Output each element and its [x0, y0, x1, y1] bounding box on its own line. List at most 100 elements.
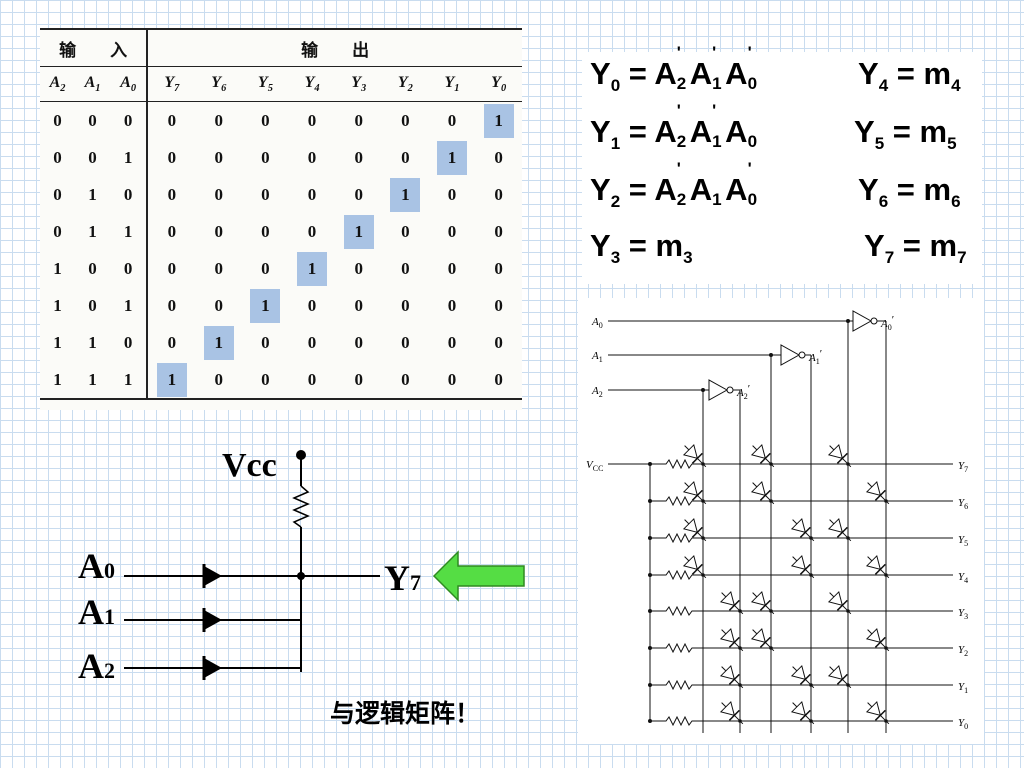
junction-dot: [769, 462, 773, 466]
junction-dot: [884, 646, 888, 650]
table-cell: 0: [261, 332, 270, 352]
diode-part: [827, 443, 844, 460]
matrix-input-label-a1: A1: [591, 350, 603, 364]
diode-part: [750, 480, 767, 497]
table-cell: 0: [242, 361, 289, 400]
junction-dot: [701, 499, 705, 503]
header-y5: Y5: [242, 66, 289, 102]
table-cell: 0: [354, 110, 363, 130]
matrix-output-label: Y3: [958, 607, 968, 621]
table-cell-active: 1: [147, 361, 196, 400]
row-resistor-icon: [650, 495, 696, 507]
diode-icon: [790, 700, 815, 725]
header-y2: Y2: [382, 66, 429, 102]
junction-dot: [846, 683, 850, 687]
junction-dot: [738, 719, 742, 723]
matrix-output-label: Y5: [958, 534, 968, 548]
diode-part: [874, 489, 886, 501]
caption-text: 与逻辑矩阵！: [330, 700, 480, 728]
junction-dot: [809, 719, 813, 723]
junction-dot: [701, 536, 705, 540]
header-y4: Y4: [288, 66, 336, 102]
and-gate-circuit-svg: Vcc A0 A1 A2 Y7 与逻辑矩阵！: [78, 447, 525, 728]
inverter-output-label: A0′: [880, 314, 894, 332]
table-cell: 0: [354, 332, 363, 352]
table-cell: 0: [214, 295, 224, 315]
diode-part: [799, 709, 811, 721]
matrix-input-label-a0: A0: [591, 316, 603, 330]
diode-part: [827, 590, 844, 607]
diode-part: [865, 480, 882, 497]
diode-part: [827, 664, 844, 681]
table-cell: 0: [307, 110, 317, 130]
input-a2-label: A2: [78, 646, 115, 686]
equation-y3: Y3 = m3: [590, 228, 693, 268]
table-cell: 0: [167, 147, 177, 167]
junction-dot: [846, 462, 850, 466]
table-cell: 0: [110, 250, 149, 287]
diode-part: [682, 554, 699, 571]
diode-part: [728, 673, 740, 685]
table-cell: 0: [354, 295, 363, 315]
input-a0-label: A0: [78, 546, 115, 586]
table-cell: 0: [401, 332, 410, 352]
inverter-icon: [780, 344, 801, 366]
inverter-output-label: A1′: [808, 348, 822, 366]
table-cell: 0: [167, 184, 177, 204]
row-resistor-icon: [650, 458, 696, 470]
table-cell: 0: [214, 110, 224, 130]
table-cell: 0: [88, 110, 97, 130]
table-cell: 0: [53, 147, 62, 167]
table-cell: 0: [447, 110, 457, 130]
junction-dot: [884, 573, 888, 577]
diode-part: [759, 452, 771, 464]
diode-icon: [790, 664, 815, 689]
diode-part: [691, 489, 703, 501]
header-y6: Y6: [195, 66, 243, 102]
table-cell: 0: [494, 258, 503, 278]
diode-part: [682, 517, 699, 534]
table-cell: 1: [110, 139, 149, 176]
header-y0: Y0: [475, 66, 522, 102]
diode-icon: [750, 590, 775, 615]
diode-part: [719, 664, 736, 681]
table-cell-active: 1: [195, 324, 242, 361]
table-cell: 0: [261, 258, 270, 278]
diode-part: [827, 517, 844, 534]
diode-part: [836, 526, 848, 538]
diode-part: [865, 627, 882, 644]
diode-icon: [682, 480, 707, 505]
row-resistor-icon: [650, 715, 696, 727]
matrix-output-label: Y0: [958, 717, 968, 731]
table-cell: 0: [110, 101, 149, 139]
header-y3: Y3: [335, 66, 383, 102]
table-cell: 0: [88, 147, 97, 167]
diode-a1-icon: [204, 610, 222, 630]
diode-icon: [827, 664, 852, 689]
diode-part: [874, 709, 886, 721]
diode-part: [759, 599, 771, 611]
output-group-header: 输 出: [147, 28, 522, 67]
table-cell: 0: [307, 184, 317, 204]
matrix-vcc-label: VCC: [586, 459, 603, 473]
table-cell: 0: [447, 184, 457, 204]
diode-part: [759, 489, 771, 501]
diode-part: [691, 526, 703, 538]
table-cell: 0: [354, 147, 363, 167]
table-cell: 0: [335, 361, 383, 400]
diode-part: [874, 563, 886, 575]
input-group-header: 输 入: [40, 28, 149, 67]
table-cell: 0: [401, 221, 410, 241]
table-cell-active: 1: [242, 287, 289, 324]
matrix-output-label: Y7: [958, 460, 968, 474]
table-cell: 0: [447, 295, 457, 315]
table-cell: 0: [307, 147, 317, 167]
diode-icon: [719, 590, 744, 615]
diode-part: [799, 526, 811, 538]
junction-dot: [884, 719, 888, 723]
table-cell: 0: [214, 221, 224, 241]
table-cell: 0: [167, 258, 177, 278]
